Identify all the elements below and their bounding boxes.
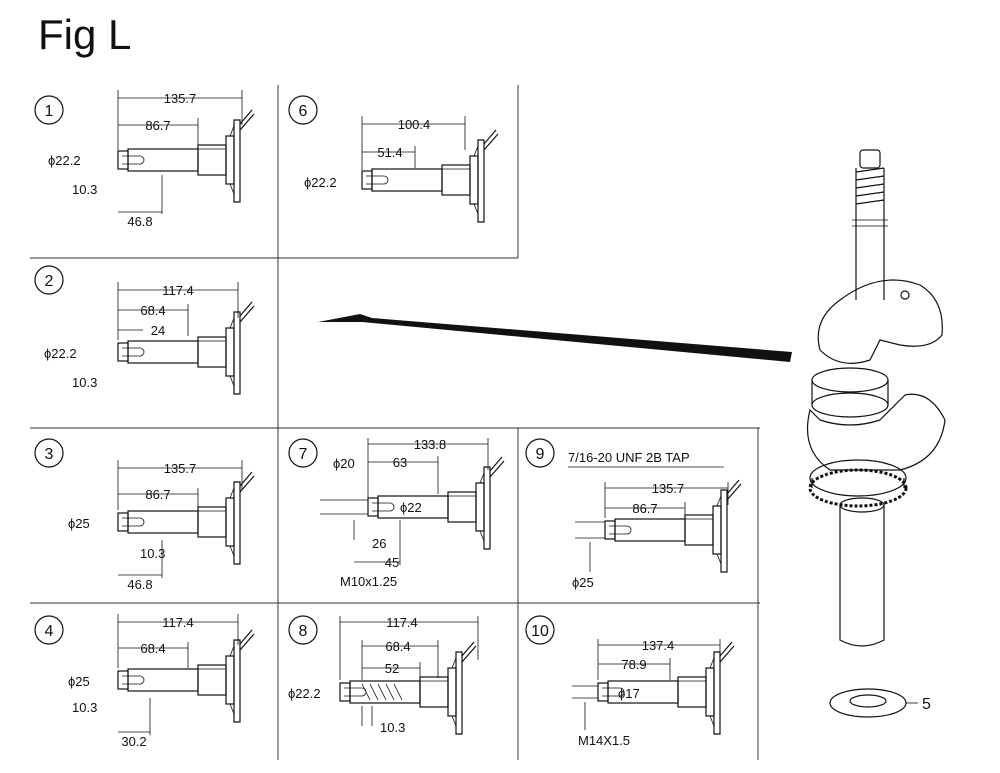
dim-label: ϕ17 [618, 686, 640, 701]
dim-label: 10.3 [72, 182, 97, 197]
panel-10: 10 137.4 78.9 ϕ17 M14X1.5 [525, 615, 735, 748]
panel-grid [30, 85, 760, 760]
pointer-arrow [318, 314, 792, 362]
dim-label: 24 [151, 323, 165, 338]
panel-number: 4 [45, 623, 54, 640]
dim-label: ϕ25 [572, 575, 594, 590]
dim-label: 78.9 [621, 657, 646, 672]
dim-label: 68.4 [140, 303, 165, 318]
panel-9: 9 7/16-20 UNF 2B TAP 135.7 86.7 ϕ25 [525, 438, 742, 590]
dim-label: ϕ22.2 [44, 346, 77, 361]
figure-title: Fig L [38, 11, 132, 58]
panel-number: 3 [45, 446, 54, 463]
dim-label: 51.4 [377, 145, 402, 160]
dim-label: ϕ25 [68, 674, 90, 689]
dim-label: 135.7 [164, 91, 197, 106]
dim-label: 117.4 [162, 283, 194, 298]
dim-label: 10.3 [72, 700, 97, 715]
dim-label: ϕ22 [400, 500, 422, 515]
panel-1: 1 135.7 86.7 ϕ22.2 10.3 46.8 [34, 90, 255, 229]
part-callout-label: 5 [922, 696, 931, 713]
dim-label: 135.7 [164, 461, 197, 476]
panel-number: 7 [299, 446, 308, 463]
dim-label: 100.4 [398, 117, 431, 132]
panel-7: 7 133.8 ϕ20 63 ϕ22 26 45 M10x1.25 [288, 437, 505, 589]
dim-label: 63 [393, 455, 407, 470]
crankshaft-illustration: 5 [806, 149, 946, 718]
dim-label: 10.3 [140, 546, 165, 561]
dim-label: 86.7 [632, 501, 657, 516]
dim-label: 86.7 [145, 118, 170, 133]
dim-label: 117.4 [386, 615, 418, 630]
dim-label: M14X1.5 [578, 733, 630, 748]
dim-label: 133.8 [414, 437, 447, 452]
panel-2: 2 117.4 68.4 24 ϕ22.2 10.3 [34, 265, 255, 395]
dim-label: 52 [385, 661, 399, 676]
panel-8: 8 117.4 68.4 52 ϕ22.2 10.3 [288, 615, 479, 735]
dim-label: ϕ22.2 [48, 153, 81, 168]
panel-number: 6 [299, 103, 308, 120]
dim-label: 68.4 [140, 641, 165, 656]
dim-label: 137.4 [642, 638, 675, 653]
panel-3: 3 135.7 86.7 ϕ25 10.3 46.8 [34, 438, 255, 592]
dim-label: ϕ22.2 [288, 686, 321, 701]
dim-label: 135.7 [652, 481, 685, 496]
dim-label: ϕ25 [68, 516, 90, 531]
dim-label: 7/16-20 UNF 2B TAP [568, 450, 690, 465]
panel-number: 2 [45, 273, 54, 290]
dim-label: 46.8 [127, 214, 152, 229]
panel-number: 8 [299, 623, 308, 640]
dim-label: 117.4 [162, 615, 194, 630]
panel-number: 9 [536, 446, 545, 463]
dim-label: 46.8 [127, 577, 152, 592]
dim-label: 10.3 [72, 375, 97, 390]
dim-label: 68.4 [385, 639, 410, 654]
dim-label: 26 [372, 536, 386, 551]
dim-label: ϕ20 [333, 456, 355, 471]
panel-number: 1 [45, 103, 54, 120]
panel-4: 4 117.4 68.4 ϕ25 10.3 30.2 [34, 614, 255, 749]
dim-label: 86.7 [145, 487, 170, 502]
dim-label: 30.2 [121, 734, 146, 749]
panel-number: 10 [531, 623, 549, 640]
panel-6: 6 100.4 51.4 ϕ22.2 [288, 95, 499, 223]
dim-label: 10.3 [380, 720, 405, 735]
dim-label: M10x1.25 [340, 574, 397, 589]
dim-label: ϕ22.2 [304, 175, 337, 190]
dim-label: 45 [385, 555, 399, 570]
